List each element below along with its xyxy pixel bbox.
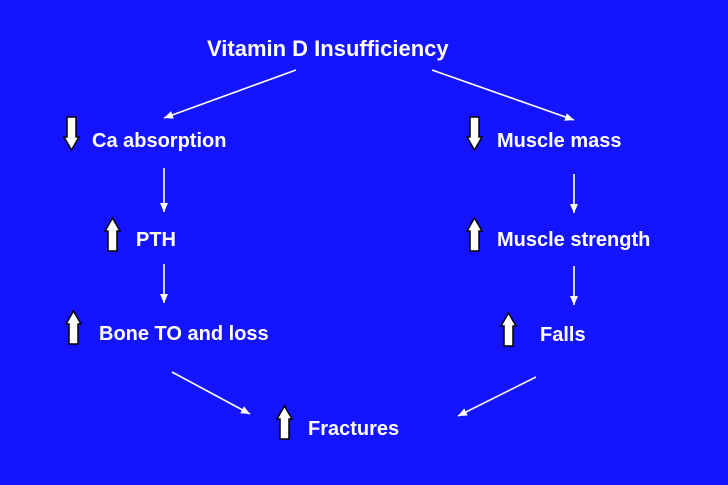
diagram-title: Vitamin D Insufficiency <box>207 36 449 61</box>
down-arrow-icon <box>466 116 483 152</box>
down-arrow-icon <box>63 116 80 152</box>
bone-to-loss-label: Bone TO and loss <box>99 323 269 345</box>
pth-label: PTH <box>136 229 176 251</box>
up-arrow-icon <box>104 216 121 252</box>
arrow-falls-to-fractures <box>457 376 537 417</box>
fractures-label: Fractures <box>308 418 400 440</box>
up-arrow-icon <box>65 309 82 345</box>
up-arrow-icon <box>466 216 483 252</box>
arrow-title-to-ca-absorption <box>163 69 297 119</box>
muscle-strength-label: Muscle strength <box>497 229 651 251</box>
up-arrow-icon <box>500 311 517 347</box>
ca-absorption-label: Ca absorption <box>92 130 227 152</box>
arrow-title-to-muscle-mass <box>431 69 575 121</box>
muscle-mass-label: Muscle mass <box>497 130 622 152</box>
arrow-bone-to-fractures <box>171 371 251 415</box>
up-arrow-icon <box>276 404 293 440</box>
falls-label: Falls <box>540 324 586 346</box>
